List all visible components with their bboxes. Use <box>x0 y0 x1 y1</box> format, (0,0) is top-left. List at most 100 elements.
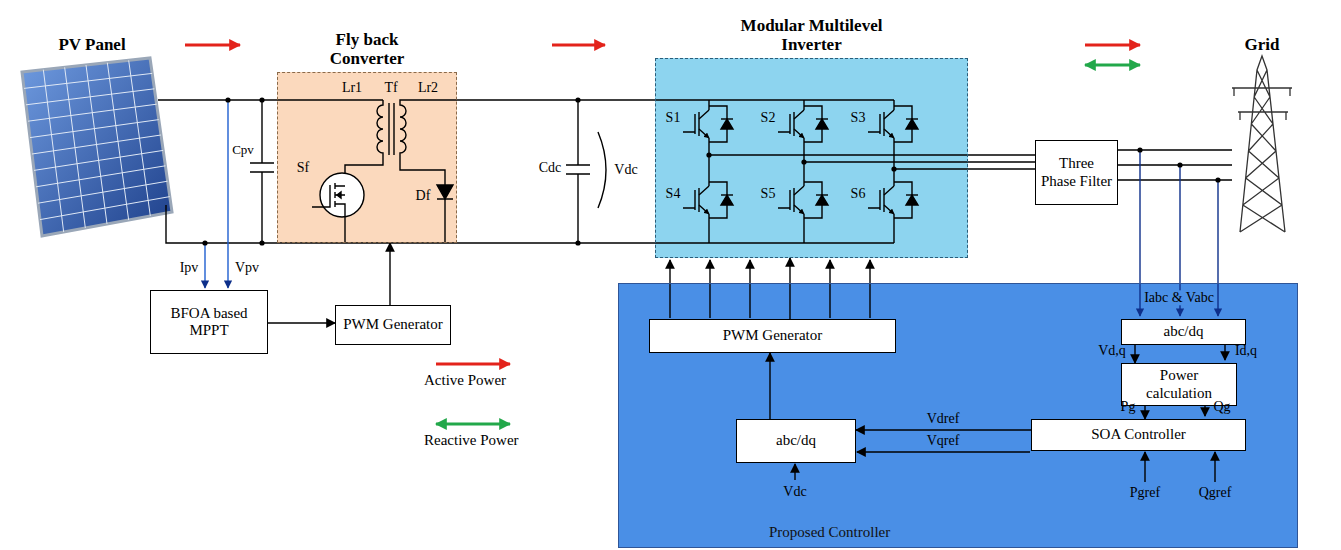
converter-region-fill <box>277 72 457 243</box>
igbt-symbol <box>699 129 709 138</box>
signal-label: Lr2 <box>418 80 438 95</box>
igbt-symbol <box>793 112 794 136</box>
diode-symbol <box>816 195 828 205</box>
igbt-symbol <box>778 190 790 210</box>
part-name: PV Panel <box>58 36 125 55</box>
legend-item: Reactive Power <box>432 416 519 449</box>
active-power-arrow <box>1085 44 1140 47</box>
connector <box>856 429 1031 430</box>
part-name: Grid <box>1245 36 1280 55</box>
signal-label: Qg <box>1213 399 1230 414</box>
mosfet-symbol <box>312 183 345 243</box>
signal-arrow <box>1214 452 1215 482</box>
inverter-region-fill <box>655 58 968 258</box>
junction-dot <box>891 166 896 171</box>
legend-arrow <box>432 416 516 432</box>
igbt-symbol <box>794 129 804 138</box>
region-heading: Proposed Controller <box>769 524 890 541</box>
box-label: abc/dq <box>1160 323 1208 340</box>
igbt-symbol <box>699 186 709 195</box>
diode-symbol <box>721 119 733 129</box>
signal-label: Cdc <box>539 160 562 175</box>
box-label: PWM Generator <box>339 316 447 333</box>
junction-dot <box>1137 147 1142 152</box>
igbt-symbol <box>883 112 884 136</box>
box-label: abc/dq <box>772 432 820 449</box>
junction-dot <box>259 240 264 245</box>
signal-label: S5 <box>761 186 776 201</box>
signal-arrow <box>794 464 795 480</box>
igbt-symbol <box>883 188 884 212</box>
junction-dot <box>1177 162 1182 167</box>
signal-label: S4 <box>666 186 681 201</box>
legend-item: Active Power <box>432 356 516 389</box>
gate-signal <box>709 260 710 318</box>
diode-symbol <box>906 194 918 195</box>
secondary-winding <box>400 100 457 185</box>
signal-label: Ipv <box>180 260 199 275</box>
sensing-line <box>204 243 205 288</box>
signal-label: Df <box>416 188 431 203</box>
legend-arrow <box>432 356 516 372</box>
junction-dot <box>801 159 806 164</box>
diode-symbol <box>816 118 828 119</box>
diode-symbol <box>816 194 828 195</box>
signal-label: Sf <box>297 160 309 175</box>
sensing-line <box>1217 180 1218 316</box>
box-label: PWM Generator <box>719 327 827 344</box>
signal-label: S2 <box>761 110 776 125</box>
igbt-symbol <box>884 110 894 119</box>
dc-wire <box>158 99 383 100</box>
igbt-symbol <box>884 186 894 195</box>
junction-dot <box>706 152 711 157</box>
signal-label: Tf <box>384 80 397 95</box>
igbt-symbol <box>793 188 794 212</box>
connector <box>968 161 1035 162</box>
connector <box>457 99 655 100</box>
signal-arrow <box>1144 452 1145 482</box>
filter-box: Three Phase Filter <box>1035 140 1118 205</box>
gate-signal <box>829 260 830 318</box>
box-label: Three Phase Filter <box>1036 155 1117 190</box>
signal-label: Vpv <box>235 260 259 275</box>
diode-symbol <box>906 119 918 129</box>
igbt-symbol <box>698 188 699 212</box>
diode-symbol <box>437 185 453 199</box>
junction-dot <box>259 97 264 102</box>
signal-label: Lr1 <box>342 80 362 95</box>
igbt-symbol <box>683 190 695 210</box>
connector <box>389 243 390 305</box>
gate-signal <box>749 260 750 318</box>
box-label: SOA Controller <box>1087 426 1190 443</box>
capacitor-symbol <box>566 100 590 243</box>
diode-symbol <box>816 119 828 129</box>
pwm-box: PWM Generator <box>649 319 896 353</box>
inverter-leg <box>803 100 804 243</box>
legend-text: Reactive Power <box>424 432 519 449</box>
diode-symbol <box>721 195 733 205</box>
diode-symbol <box>721 118 733 119</box>
igbt-symbol <box>794 186 804 195</box>
connector <box>769 353 770 419</box>
ac-wire <box>709 154 1035 155</box>
controller-region-fill <box>618 283 1298 548</box>
capacitor-symbol <box>250 100 274 243</box>
igbt-symbol <box>683 114 695 134</box>
connector <box>1134 345 1135 363</box>
junction-dot <box>202 240 207 245</box>
region-heading: Fly back Converter <box>312 30 422 69</box>
signal-label: Pg <box>1121 399 1136 414</box>
signal-label: Vdref <box>927 411 960 426</box>
legend-arrow <box>436 363 510 366</box>
voltage-bracket <box>598 132 606 208</box>
signal-arrow <box>857 451 1030 452</box>
junction-dot <box>225 97 230 102</box>
gate-signal <box>869 260 870 318</box>
primary-winding <box>345 100 383 186</box>
inverter-leg <box>708 100 709 243</box>
igbt-symbol <box>884 129 894 138</box>
connector <box>268 322 335 323</box>
